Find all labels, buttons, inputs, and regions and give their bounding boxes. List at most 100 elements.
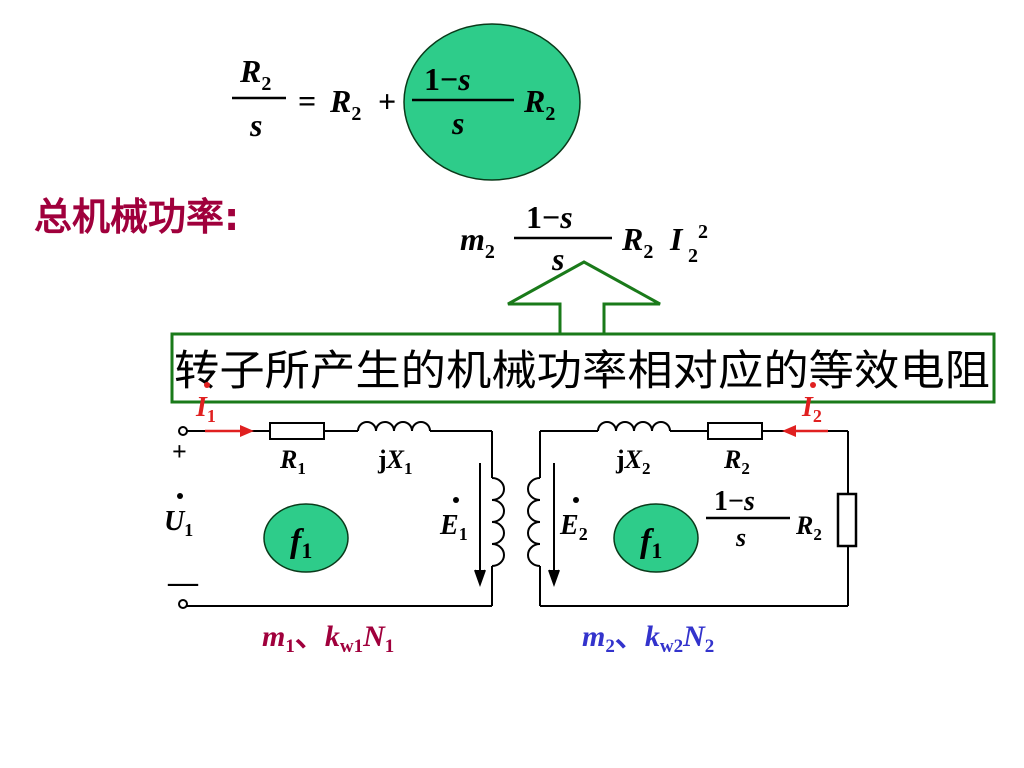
r1-sub: 1 <box>297 459 306 478</box>
pf-frac-num: 1− <box>526 199 560 235</box>
svg-text:R2: R2 <box>621 221 653 263</box>
callout-text: 转子所产生的机械功率相对应的等效电阻 <box>174 346 990 395</box>
svg-text:E2: E2 <box>559 510 588 544</box>
e2-dot <box>573 497 579 503</box>
jx2-sub: 2 <box>642 459 651 478</box>
r2-resistor <box>707 422 763 440</box>
current-i2: I2 <box>782 382 828 437</box>
r1-label: R <box>279 445 297 474</box>
svg-text:R2: R2 <box>523 83 555 125</box>
svg-text:f1: f1 <box>640 523 662 563</box>
jx2-j: j <box>615 445 625 474</box>
frac-num: 1− <box>424 61 458 97</box>
load-r: R <box>795 511 813 540</box>
left-bottom-terminal <box>178 599 188 609</box>
r-term-sub: 2 <box>351 103 361 125</box>
svg-text:R2: R2 <box>329 83 361 125</box>
svg-text:R1: R1 <box>279 445 306 478</box>
r2-label: R <box>723 445 741 474</box>
f-right-sub: 1 <box>651 538 662 563</box>
pf-r-sub: 2 <box>643 241 653 263</box>
pf-i: I <box>669 221 684 257</box>
jx2-inductor <box>597 421 671 432</box>
r2-sub: 2 <box>741 459 750 478</box>
pf-frac-num-s: s <box>559 199 572 235</box>
up-arrow <box>507 260 661 336</box>
pf-m-sub: 2 <box>485 241 495 263</box>
f1-left-ellipse <box>263 503 349 573</box>
left-top-terminal <box>178 426 188 436</box>
i2-label: I <box>801 392 814 423</box>
lhs-num-sub: 2 <box>261 73 271 95</box>
jx2-x: X <box>624 445 643 474</box>
r2-term: R <box>523 83 545 119</box>
u1-sub: 1 <box>184 520 193 540</box>
pf-r: R <box>621 221 643 257</box>
power-formula: m2 1−s s R2 I 2 2 <box>460 199 708 277</box>
svg-text:R2: R2 <box>239 53 271 95</box>
load-frac-num-s: s <box>743 486 755 517</box>
svg-text:R2: R2 <box>795 511 822 544</box>
right-caption: m2、kw2N2 <box>582 619 714 657</box>
svg-text:1−s: 1−s <box>424 61 471 97</box>
frac-num-s: s <box>457 61 470 97</box>
load-resistor <box>836 492 858 548</box>
pf-m: m <box>460 221 485 257</box>
r2-term-sub: 2 <box>545 103 555 125</box>
current-i1: I1 <box>195 382 254 437</box>
load-frac-den: s <box>735 523 746 552</box>
e1-sub: 1 <box>459 524 468 544</box>
e1-dot <box>453 497 459 503</box>
secondary-winding <box>527 477 541 567</box>
jx1-inductor <box>357 421 431 432</box>
callout-box <box>170 332 996 404</box>
svg-text:R2: R2 <box>723 445 750 478</box>
svg-text:f1: f1 <box>290 523 312 563</box>
i1-label: I <box>195 392 208 423</box>
eq-sign: = <box>298 83 316 119</box>
primary-winding <box>491 477 505 567</box>
plus-label: + <box>172 437 187 466</box>
e1-label: E <box>439 510 459 541</box>
pf-i-sup: 2 <box>698 221 708 243</box>
lhs-den: s <box>249 107 262 143</box>
load-frac-num: 1− <box>714 486 744 517</box>
f-left-sub: 1 <box>301 538 312 563</box>
svg-text:I2: I2 <box>801 392 822 426</box>
svg-text:U1: U1 <box>164 506 193 540</box>
e2-arrow-head <box>548 569 560 587</box>
svg-text:m2: m2 <box>460 221 495 263</box>
e2-sub: 2 <box>579 524 588 544</box>
svg-text:jX1: jX1 <box>377 445 413 478</box>
frac-den: s <box>451 105 464 141</box>
power-label: 总机械功率: <box>34 195 239 239</box>
plus-sign: + <box>378 83 396 119</box>
jx1-j: j <box>377 445 387 474</box>
pf-i-sub: 2 <box>688 245 698 267</box>
jx1-x: X <box>386 445 405 474</box>
r-term: R <box>329 83 351 119</box>
left-caption: m1、kw1N1 <box>262 619 394 657</box>
i1-sub: 1 <box>207 406 216 426</box>
svg-text:jX2: jX2 <box>615 445 651 478</box>
lhs-num: R <box>239 53 261 89</box>
svg-text:I1: I1 <box>195 392 216 426</box>
f-right: f <box>640 523 655 560</box>
u1-dot <box>177 493 183 499</box>
e2-label: E <box>559 510 579 541</box>
jx1-sub: 1 <box>404 459 413 478</box>
svg-text:E1: E1 <box>439 510 468 544</box>
highlight-ellipse <box>403 23 581 181</box>
e1-arrow-head <box>474 569 486 587</box>
f1-right-ellipse <box>613 503 699 573</box>
svg-text:I: I <box>669 221 684 257</box>
svg-text:1−s: 1−s <box>526 199 573 235</box>
formula-top: R2 s = R2 + 1−s s R2 <box>232 23 581 181</box>
minus-label: — <box>167 566 199 599</box>
circuit-diagram <box>178 421 858 609</box>
r1-resistor <box>269 422 325 440</box>
svg-text:1−s: 1−s <box>714 486 755 517</box>
f-left: f <box>290 523 305 560</box>
load-r-sub: 2 <box>813 525 822 544</box>
